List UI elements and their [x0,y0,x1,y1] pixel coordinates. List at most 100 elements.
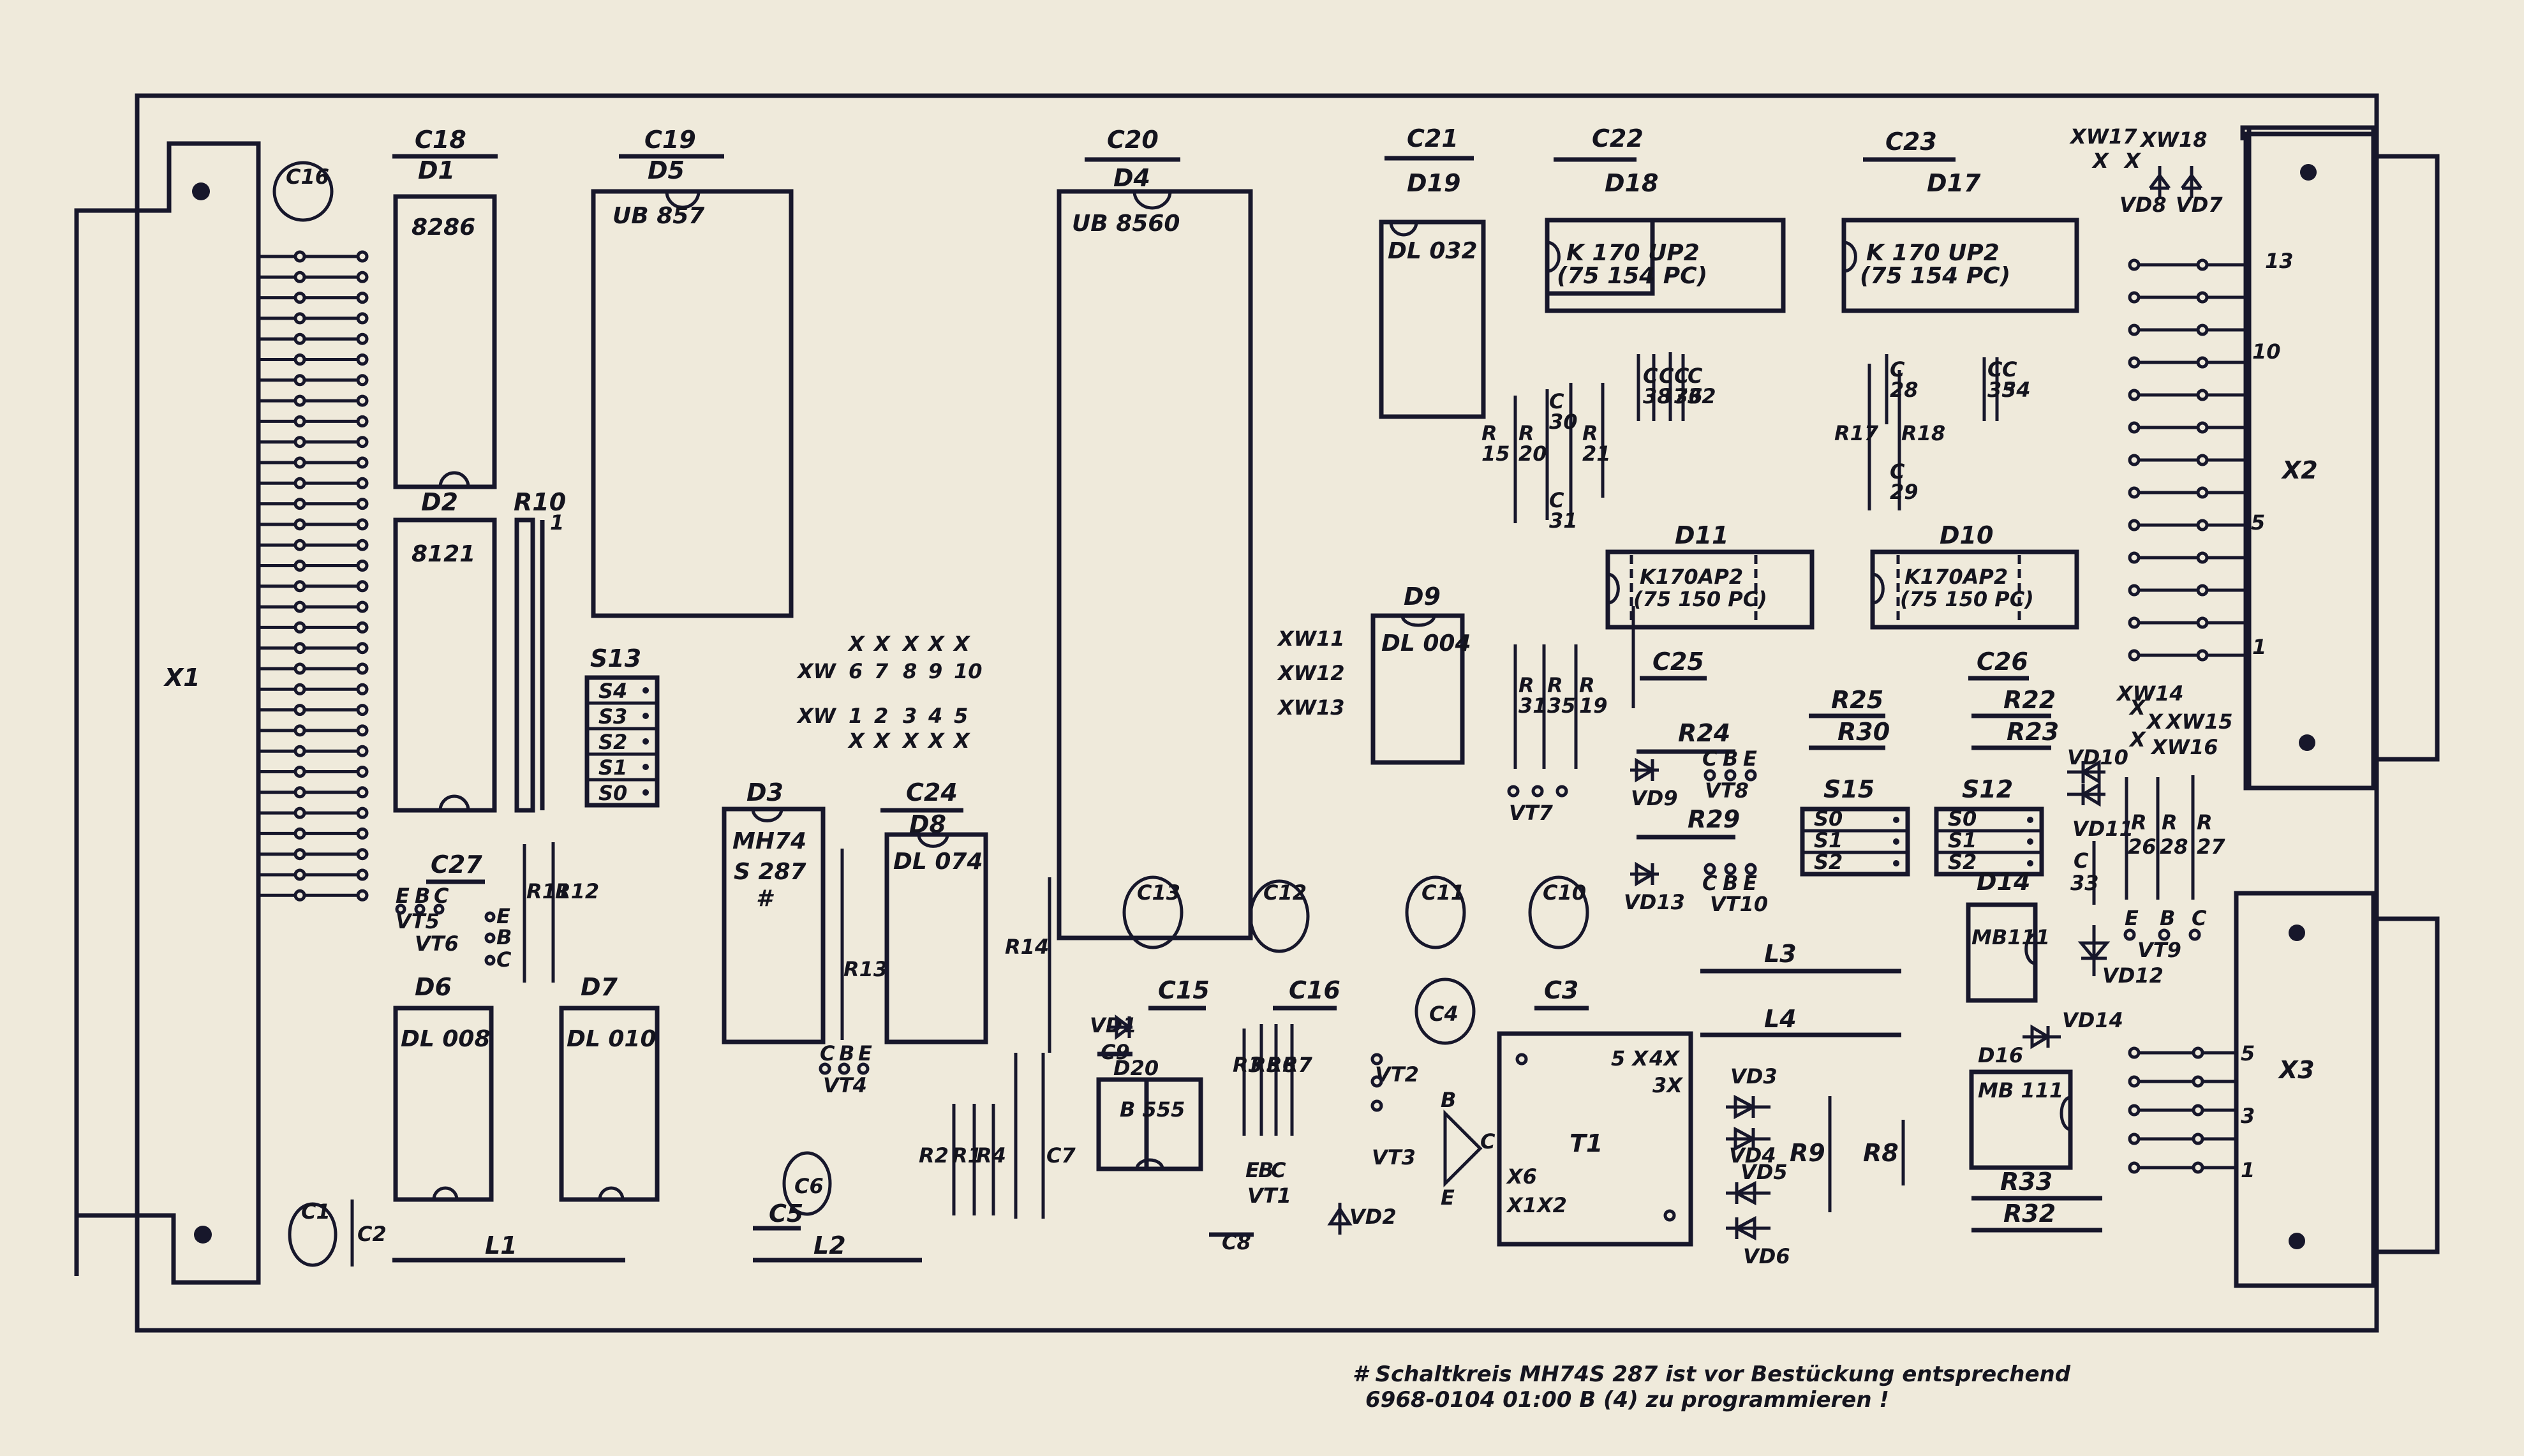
component-label: R [1518,421,1534,445]
x2-pin-row [2128,389,2246,401]
svg-text:B: B [1258,1158,1273,1182]
svg-text:R25: R25 [1831,686,1883,714]
svg-text:C20: C20 [1107,126,1159,154]
svg-text:VD3: VD3 [1730,1064,1778,1088]
x1-pin-row [258,456,369,469]
ic-d11: D11 K170AP2 (75 150 PC) C25 [1605,521,1815,681]
x1-pin-row [258,580,369,593]
svg-text:VD14: VD14 [2062,1008,2123,1032]
svg-text:VD11: VD11 [2072,817,2134,841]
component-label: C [1674,364,1689,388]
svg-text:(75 150 PC): (75 150 PC) [1633,587,1767,611]
component-label: 29 [1890,480,1919,504]
resistor-r14: R14 [1005,877,1051,1053]
x1-pin-row [258,250,369,263]
area-d20: C15 C16 VD1 C9 D20 B 555 [1090,976,1340,1171]
svg-text:(75 154 PC): (75 154 PC) [1860,263,2010,289]
switch-position-label: S4 [598,679,627,703]
svg-text:C18: C18 [415,126,466,154]
svg-text:X3: X3 [2278,1056,2315,1084]
connector-x2: X2 13 10 5 1 [2128,125,2440,791]
component-label: C [1659,364,1674,388]
inductor-l2: L2 [753,1231,922,1263]
x2-pin-row [2128,421,2246,434]
transformer-t1: C3 T1 5 X 4X 3X X6 X1X2 [1497,976,1693,1247]
svg-text:C24: C24 [906,778,958,806]
svg-text:VD8: VD8 [2119,193,2167,217]
svg-text:K170AP2: K170AP2 [1904,565,2008,589]
ic-d14: D14 MB111 [1966,868,2050,1003]
x1-pin-row [258,312,369,325]
svg-text:DL 032: DL 032 [1388,238,1478,264]
diode-vd14: VD14 [2023,1008,2123,1050]
caps-row: C13 C12 C11 C10 [1122,875,1589,953]
resistors-r33-r32: R33 R32 [1971,1168,2102,1233]
svg-text:X: X [2091,149,2109,173]
jumper-label: 2 [874,704,888,728]
svg-text:C27: C27 [431,851,482,879]
x1-pin-row [258,827,369,840]
svg-text:C12: C12 [1263,880,1307,905]
svg-text:3: 3 [2241,1104,2255,1128]
x1-pin-row [258,642,369,655]
svg-text:C23: C23 [1885,128,1937,156]
jumper-label: 4 [928,704,942,728]
component-label: 31 [1518,694,1547,718]
svg-text:C: C [434,884,449,908]
board-outline [135,93,2379,1333]
x1-pin-row [258,600,369,613]
svg-text:R1: R1 [952,1143,982,1168]
ic-d17: C23 D17 K 170 UP2 (75 154 PC) [1841,128,2079,313]
svg-text:S13: S13 [590,644,641,672]
svg-text:X6: X6 [1506,1164,1537,1189]
jumper-label: XW [796,659,837,683]
x1-pin-row [258,786,369,799]
diodes-vd3-vd6: VD3 VD4 VD5 VD6 [1726,1064,1790,1268]
resistors-r9-r8: R9 R8 [1790,1096,1905,1212]
connector-x1: X1 [74,141,369,1285]
svg-text:C3: C3 [1544,976,1578,1004]
x2-pin-row [2128,584,2246,597]
switch-position-label: S1 [1948,828,1977,852]
svg-text:VT5: VT5 [396,909,440,933]
svg-text:L1: L1 [485,1231,517,1259]
svg-text:MB111: MB111 [1971,925,2050,949]
diode-vd9: VD9 [1630,757,1678,810]
svg-text:C: C [1702,747,1718,771]
switch-position-label: S1 [598,755,627,780]
svg-text:UB 8560: UB 8560 [1072,211,1180,237]
svg-text:S 287: S 287 [734,859,806,885]
jumper-label: X [847,632,865,656]
x2-pin-row [2128,551,2246,564]
svg-text:R9: R9 [1790,1139,1825,1167]
svg-text:L3: L3 [1764,940,1797,968]
jumpers-xw14-16: XW14 X X XW15 X XW16 [2116,681,2233,759]
x1-pin-row [258,621,369,634]
x1-pin-row [258,560,369,572]
svg-text:C10: C10 [1543,880,1586,905]
x1-pin-row [258,394,369,407]
component-label: C [1890,357,1905,382]
svg-text:D11: D11 [1675,521,1728,549]
svg-text:D3: D3 [746,778,783,806]
diodes-vd10-vd11: VD10 VD11 [2067,745,2134,841]
svg-text:R32: R32 [2003,1200,2056,1228]
x2-pin-row [2128,323,2246,336]
component-label: 35 [1987,378,2016,402]
jumper-label: 9 [928,659,942,683]
x2-pin-row [2128,616,2246,629]
svg-text:VT9: VT9 [2137,938,2181,962]
mount-hole-icon [2300,164,2317,181]
mount-hole-icon [194,1226,212,1244]
mount-hole-icon [192,182,210,200]
jumper-label: X [873,729,891,753]
resistor-r10: R10 1 [514,488,566,813]
mount-hole-icon [2289,1233,2305,1249]
component-label: R17 [1834,421,1879,445]
svg-text:D1: D1 [418,156,455,184]
jumper-label: 1 [849,704,863,728]
component-label: R [1547,673,1563,697]
svg-text:D4: D4 [1113,164,1150,192]
